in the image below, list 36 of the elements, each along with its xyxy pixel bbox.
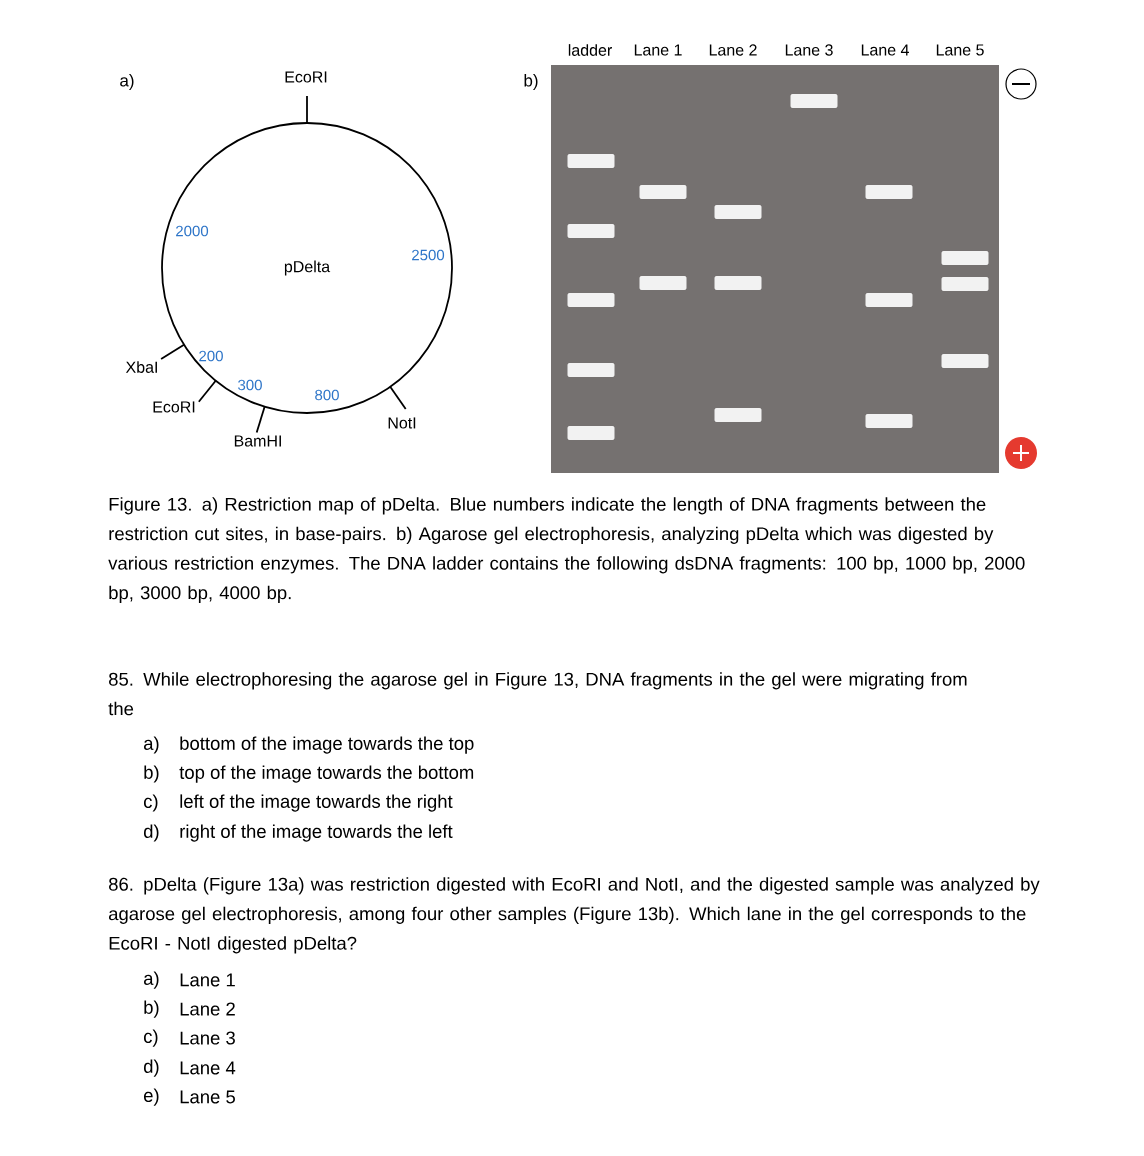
panel-label: b)	[524, 74, 538, 90]
fragment-length-label: 300	[238, 379, 262, 391]
lane-label: Lane 4	[861, 44, 909, 56]
enzyme-label: EcoRI	[285, 71, 327, 83]
option-letter: a)	[144, 736, 159, 754]
option-text: Lane 1	[180, 973, 235, 987]
option-text: Lane 2	[180, 1002, 235, 1016]
lane-label: ladder	[568, 44, 612, 56]
lane-label: Lane 1	[634, 44, 682, 56]
lane-label: Lane 5	[936, 44, 984, 56]
option-letter: c)	[144, 794, 158, 812]
lane-label: Lane 2	[709, 44, 757, 56]
fragment-length-label: 200	[199, 350, 223, 362]
figure-caption: Figure 13. a) Restriction map of pDelta. Blue numbers indicate the length of DNA fragments between the restriction cut sites, in base-pairs. b) Agarose gel electrophoresis, analyzing pDelta which was digested by various restriction enzymes. The DNA ladder contains the following dsDNA fragments: 100 bp, 1000 bp, 2000 bp, 3000 bp, 4000 bp.	[108, 497, 1025, 603]
panel-label: a)	[120, 74, 134, 90]
option-letter: e)	[144, 1088, 159, 1106]
option-text: bottom of the image towards the top	[180, 736, 474, 754]
enzyme-label: EcoRI	[153, 401, 195, 413]
option-text: Lane 3	[180, 1031, 235, 1045]
fragment-length-label: 2000	[176, 225, 209, 237]
option-text: top of the image towards the bottom	[179, 765, 474, 783]
option-letter: b)	[144, 765, 159, 783]
lane-label: Lane 3	[785, 44, 833, 56]
option-letter: d)	[144, 824, 159, 842]
enzyme-label: BamHI	[234, 435, 281, 447]
option-text: Lane 4	[180, 1061, 236, 1075]
option-text: left of the image towards the right	[180, 794, 453, 812]
option-letter: d)	[144, 1059, 159, 1077]
option-letter: b)	[144, 1000, 159, 1018]
option-letter: a)	[144, 971, 159, 989]
option-text: right of the image towards the left	[180, 824, 453, 842]
question-text: 86. pDelta (Figure 13a) was restriction digested with EcoRI and NotI, and the digested sample was analyzed by agarose gel electrophoresis, among four other samples (Figure 13b). Which lane in the gel corresponds to the EcoRI - NotI digested pDelta?	[109, 877, 1040, 954]
fragment-length-label: 800	[315, 389, 339, 401]
option-text: Lane 5	[180, 1090, 235, 1104]
fragment-length-label: 2500	[412, 249, 445, 261]
option-letter: c)	[144, 1029, 158, 1047]
